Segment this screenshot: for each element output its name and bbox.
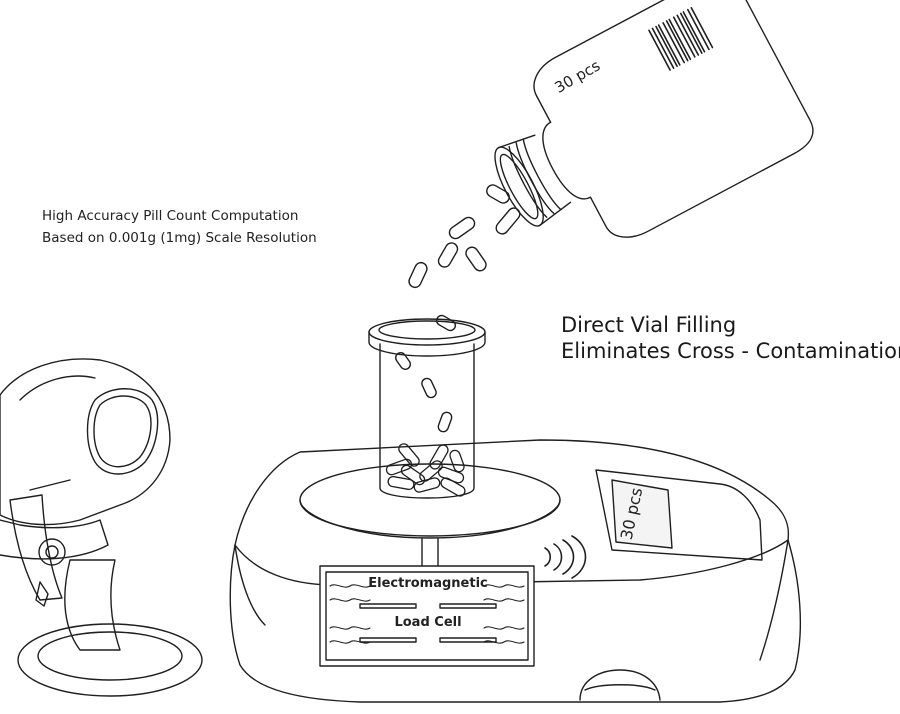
pill-bottle xyxy=(494,0,814,238)
wireless-signal-icon xyxy=(544,535,587,579)
scale-body xyxy=(229,539,801,703)
bottle-barcode xyxy=(648,6,714,71)
accuracy-caption: High Accuracy Pill Count Computation Bas… xyxy=(42,205,317,249)
scanner-stand-base xyxy=(17,623,203,697)
load-cell-box xyxy=(319,565,535,667)
scanner-body xyxy=(0,358,171,526)
scanner-window xyxy=(86,388,159,475)
load-cell-spring-left xyxy=(329,584,371,644)
vial-caption-line2: Eliminates Cross - Contamination xyxy=(561,339,900,363)
vial-cap-rim xyxy=(368,331,486,357)
accuracy-caption-line1: High Accuracy Pill Count Computation xyxy=(42,208,299,224)
scanner-window-inner xyxy=(93,395,152,468)
vial-cap xyxy=(368,318,486,346)
scanner-body-seam-2 xyxy=(29,479,71,491)
bottle-neck xyxy=(542,121,592,200)
load-cell-label-line2: Load Cell xyxy=(394,615,462,630)
scanner-pivot-inner xyxy=(45,545,59,559)
accuracy-caption-line2: Based on 0.001g (1mg) Scale Resolution xyxy=(42,230,317,246)
barcode-scanner xyxy=(0,358,203,697)
scale-body-edge xyxy=(234,544,266,626)
bottle-body xyxy=(533,0,814,238)
precision-scale xyxy=(229,439,801,703)
load-cell-plate xyxy=(439,637,497,643)
scale-top-surface xyxy=(234,439,790,586)
falling-pill xyxy=(437,411,453,433)
vial-opening xyxy=(378,320,476,340)
pan-stem xyxy=(421,537,439,569)
scanner-stand-base-inner xyxy=(37,631,183,681)
bottle-mouth-inner xyxy=(499,153,539,220)
load-cell-inner-box xyxy=(325,571,529,661)
vial-body xyxy=(379,343,475,499)
scale-display-window xyxy=(611,479,673,549)
load-cell-plate xyxy=(359,637,417,643)
weighing-pan-rim xyxy=(299,499,561,539)
scanner-stand-neck xyxy=(64,559,121,651)
load-cell-plate xyxy=(439,603,497,609)
scanner-pivot xyxy=(38,538,66,566)
scale-body-edge-right xyxy=(759,539,789,661)
vial-pills xyxy=(385,443,466,497)
scanner-cradle xyxy=(0,519,109,560)
falling-pills xyxy=(408,184,521,289)
falling-pill xyxy=(435,314,457,332)
scanner-handle xyxy=(9,494,63,601)
falling-pill xyxy=(395,352,411,370)
load-cell-plate xyxy=(359,603,417,609)
vial-caption-line1: Direct Vial Filling xyxy=(561,313,737,337)
falling-pill xyxy=(421,377,437,399)
load-cell-diagram xyxy=(319,565,535,667)
bottle-thread xyxy=(497,134,572,227)
scanner-body-seam xyxy=(19,375,96,401)
load-cell-spring-right xyxy=(483,584,525,644)
vial-filling-caption: Direct Vial Filling Eliminates Cross - C… xyxy=(561,312,900,364)
scale-foot-line xyxy=(584,684,656,691)
scale-display-panel xyxy=(595,469,763,561)
scale-foot xyxy=(579,669,661,701)
bottle-threads xyxy=(508,138,562,218)
scanner-cable-plug xyxy=(35,581,49,607)
load-cell-label-line1: Electromagnetic xyxy=(368,576,488,591)
pill-vial xyxy=(368,314,486,499)
